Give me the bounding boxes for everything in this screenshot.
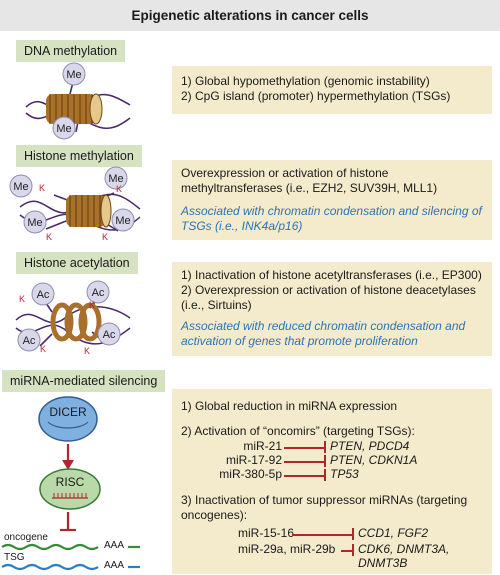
histone-methylation-text: Overexpression or activation of histone … bbox=[181, 166, 438, 195]
histone-methyl-mark: Me bbox=[23, 210, 47, 234]
mirna-silencing-label: miRNA-mediated silencing bbox=[2, 370, 166, 392]
acetyl-mark: Ac bbox=[31, 282, 55, 306]
histone-acetylation-illustration bbox=[15, 295, 131, 347]
histone-acetylation-label: Histone acetylation bbox=[16, 252, 138, 274]
oncomir-targets: TP53 bbox=[330, 467, 359, 481]
lysine-k-label: K bbox=[39, 183, 46, 193]
inhibition-line bbox=[284, 475, 324, 477]
acetyl-mark: Ac bbox=[86, 280, 110, 304]
risc-label: RISC bbox=[55, 475, 85, 489]
suppressor-targets-continued: DNMT3B bbox=[358, 556, 408, 570]
suppressor-mirna-name: miR-15-16 bbox=[238, 526, 295, 540]
suppressor-targets: CCD1, FGF2 bbox=[358, 526, 429, 540]
svg-text:Ac: Ac bbox=[92, 287, 105, 299]
oncomir-name: miR-17-92 bbox=[225, 453, 282, 467]
methyl-mark-top: Me bbox=[62, 62, 86, 86]
mirna-point2: 2) Activation of “oncomirs” (targeting T… bbox=[181, 424, 415, 438]
acetyl-mark: Ac bbox=[97, 322, 121, 346]
oncomir-name: miR-380-5p bbox=[219, 467, 282, 481]
suppressor-mirna-name: miR-29a, miR-29b bbox=[238, 542, 336, 556]
histone-methyl-mark: Me bbox=[104, 166, 128, 190]
histone-acetylation-box: 1) Inactivation of histone acetyltransfe… bbox=[172, 262, 492, 356]
inhibition-bar bbox=[352, 528, 354, 540]
histone-acetylation-line2: 2) Overexpression or activation of histo… bbox=[181, 283, 476, 312]
oncogene-label: oncogene bbox=[4, 532, 48, 543]
histone-methylation-note: Associated with chromatin condensation a… bbox=[181, 204, 482, 233]
mirna-point1: 1) Global reduction in miRNA expression bbox=[181, 399, 398, 413]
mirna-pathway-illustration bbox=[1, 396, 140, 571]
dna-methylation-line: 1) Global hypomethylation (genomic insta… bbox=[181, 74, 430, 88]
svg-text:Ac: Ac bbox=[37, 289, 50, 301]
methyl-mark-bottom: Me bbox=[52, 116, 76, 140]
svg-text:Ac: Ac bbox=[23, 335, 36, 347]
suppressor-targets: CDK6, DNMT3A, bbox=[358, 542, 450, 556]
lysine-k-label: K bbox=[102, 232, 109, 242]
inhibition-bar bbox=[324, 469, 326, 481]
inhibition-bar bbox=[324, 455, 326, 467]
dna-methylation-box: 1) Global hypomethylation (genomic insta… bbox=[172, 66, 492, 114]
inhibition-bar bbox=[324, 441, 326, 453]
histone-methylation-illustration bbox=[19, 192, 141, 232]
svg-text:Me: Me bbox=[27, 217, 42, 229]
lysine-k-label: K bbox=[40, 344, 47, 354]
tsg-label: TSG bbox=[4, 552, 25, 563]
oncomir-targets: PTEN, CDKN1A bbox=[330, 453, 418, 467]
svg-text:Me: Me bbox=[13, 181, 28, 193]
tsg-polya-label: AAA bbox=[104, 560, 125, 571]
acetyl-mark: Ac bbox=[17, 328, 41, 352]
histone-methyl-mark: Me bbox=[111, 208, 135, 232]
dicer-label: DICER bbox=[49, 405, 87, 419]
dna-methylation-line: 2) CpG island (promoter) hypermethylatio… bbox=[181, 89, 451, 103]
svg-text:Ac: Ac bbox=[103, 329, 116, 341]
histone-methylation-label: Histone methylation bbox=[16, 145, 142, 167]
inhibition-bar bbox=[352, 544, 354, 556]
svg-text:Me: Me bbox=[108, 173, 123, 185]
oncogene-polya-label: AAA bbox=[104, 540, 125, 551]
lysine-k-label: K bbox=[19, 294, 26, 304]
inhibition-line bbox=[341, 550, 352, 552]
dna-methylation-label: DNA methylation bbox=[16, 40, 126, 62]
inhibition-line bbox=[284, 461, 324, 463]
lysine-k-label: K bbox=[84, 346, 91, 356]
lysine-k-label: K bbox=[46, 232, 53, 242]
inhibition-line bbox=[292, 534, 352, 536]
svg-text:Me: Me bbox=[56, 123, 71, 135]
dna-methylation-illustration bbox=[25, 81, 131, 133]
histone-methylation-box: Overexpression or activation of histone … bbox=[172, 160, 492, 240]
histone-acetylation-line1: 1) Inactivation of histone acetyltransfe… bbox=[181, 268, 482, 282]
inhibition-line bbox=[284, 447, 324, 449]
mirna-point3: 3) Inactivation of tumor suppressor miRN… bbox=[181, 493, 468, 522]
histone-acetylation-note: Associated with reduced chromatin conden… bbox=[181, 319, 466, 348]
oncomir-name: miR-21 bbox=[243, 439, 282, 453]
svg-text:Me: Me bbox=[66, 69, 81, 81]
svg-text:Me: Me bbox=[115, 215, 130, 227]
diagram-title: Epigenetic alterations in cancer cells bbox=[0, 0, 500, 31]
oncomir-targets: PTEN, PDCD4 bbox=[330, 439, 410, 453]
lysine-k-label: K bbox=[116, 184, 123, 194]
mirna-box: 1) Global reduction in miRNA expression … bbox=[172, 389, 492, 574]
lysine-k-label: K bbox=[89, 300, 96, 310]
histone-methyl-mark: Me bbox=[9, 174, 33, 198]
